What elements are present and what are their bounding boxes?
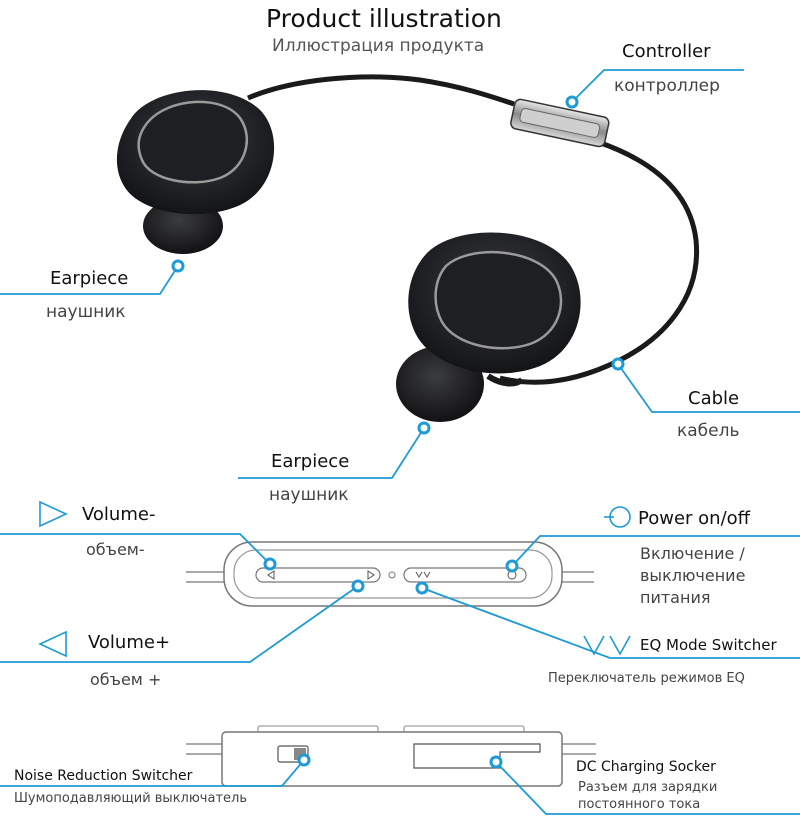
controller-unit xyxy=(510,98,610,148)
controller-side-view xyxy=(186,725,596,787)
noise-reduction-label-ru: Шумоподавляющий выключатель xyxy=(14,791,247,806)
power-label: Power on/off xyxy=(638,508,751,529)
earpiece-left-label-ru: наушник xyxy=(46,302,126,322)
earpiece-left-label: Earpiece xyxy=(50,268,129,289)
dc-charging-label-ru-2: постоянного тока xyxy=(578,797,701,812)
callout-dots-top xyxy=(171,95,625,435)
controller-label: Controller xyxy=(622,41,711,62)
controller-label-ru: контроллер xyxy=(614,76,720,96)
eq-icon xyxy=(583,635,631,656)
volume-minus-icon xyxy=(39,500,68,528)
callout-lines-top xyxy=(0,69,800,479)
earpiece-right-dot xyxy=(417,421,431,435)
noise-reduction-label: Noise Reduction Switcher xyxy=(14,768,193,784)
volume-plus-dot xyxy=(351,579,365,593)
power-label-ru-3: питания xyxy=(640,588,711,607)
volume-button xyxy=(255,567,381,583)
page-subtitle: Иллюстрация продукта xyxy=(272,36,485,56)
eq-mode-label: EQ Mode Switcher xyxy=(640,636,777,654)
cable-dot xyxy=(611,357,625,371)
earpiece-left-dot xyxy=(171,259,185,273)
volume-minus-label: Volume- xyxy=(82,504,156,525)
volume-plus-label: Volume+ xyxy=(88,632,171,653)
microphone-hole xyxy=(388,571,396,579)
controller-dot xyxy=(565,95,579,109)
power-label-ru-2: выключение xyxy=(640,566,746,585)
earpiece-right-illustration xyxy=(396,232,581,422)
callout-dots-middle xyxy=(263,557,519,595)
power-icon xyxy=(604,506,631,528)
eq-mode-label-ru: Переключатель режимов EQ xyxy=(548,671,745,686)
callout-dots-bottom xyxy=(297,753,503,769)
power-dot xyxy=(505,559,519,573)
volume-plus-label-ru: объем + xyxy=(90,670,162,689)
earpiece-right-label-ru: наушник xyxy=(269,485,349,505)
eq-dot xyxy=(415,581,429,595)
controller-front-view xyxy=(186,541,594,607)
dc-dot xyxy=(489,755,503,769)
power-label-ru-1: Включение / xyxy=(640,544,745,563)
callout-lines-middle xyxy=(0,533,800,663)
cable-label-ru: кабель xyxy=(677,421,740,441)
dc-socket xyxy=(413,743,541,769)
volume-minus-label-ru: объем- xyxy=(86,540,145,559)
cable-label: Cable xyxy=(688,388,740,409)
volume-plus-icon xyxy=(38,630,67,658)
volume-minus-dot xyxy=(263,557,277,571)
cable xyxy=(247,74,700,385)
dc-charging-label: DC Charging Socker xyxy=(576,759,716,775)
eq-power-button xyxy=(403,567,527,583)
callout-lines-bottom xyxy=(0,759,800,815)
dc-charging-label-ru-1: Разъем для зарядки xyxy=(578,780,718,795)
noise-dot xyxy=(297,753,311,767)
page-title: Product illustration xyxy=(266,4,502,33)
earpiece-left-illustration xyxy=(116,90,275,254)
control-icons xyxy=(38,500,631,658)
earpiece-right-label: Earpiece xyxy=(271,451,350,472)
